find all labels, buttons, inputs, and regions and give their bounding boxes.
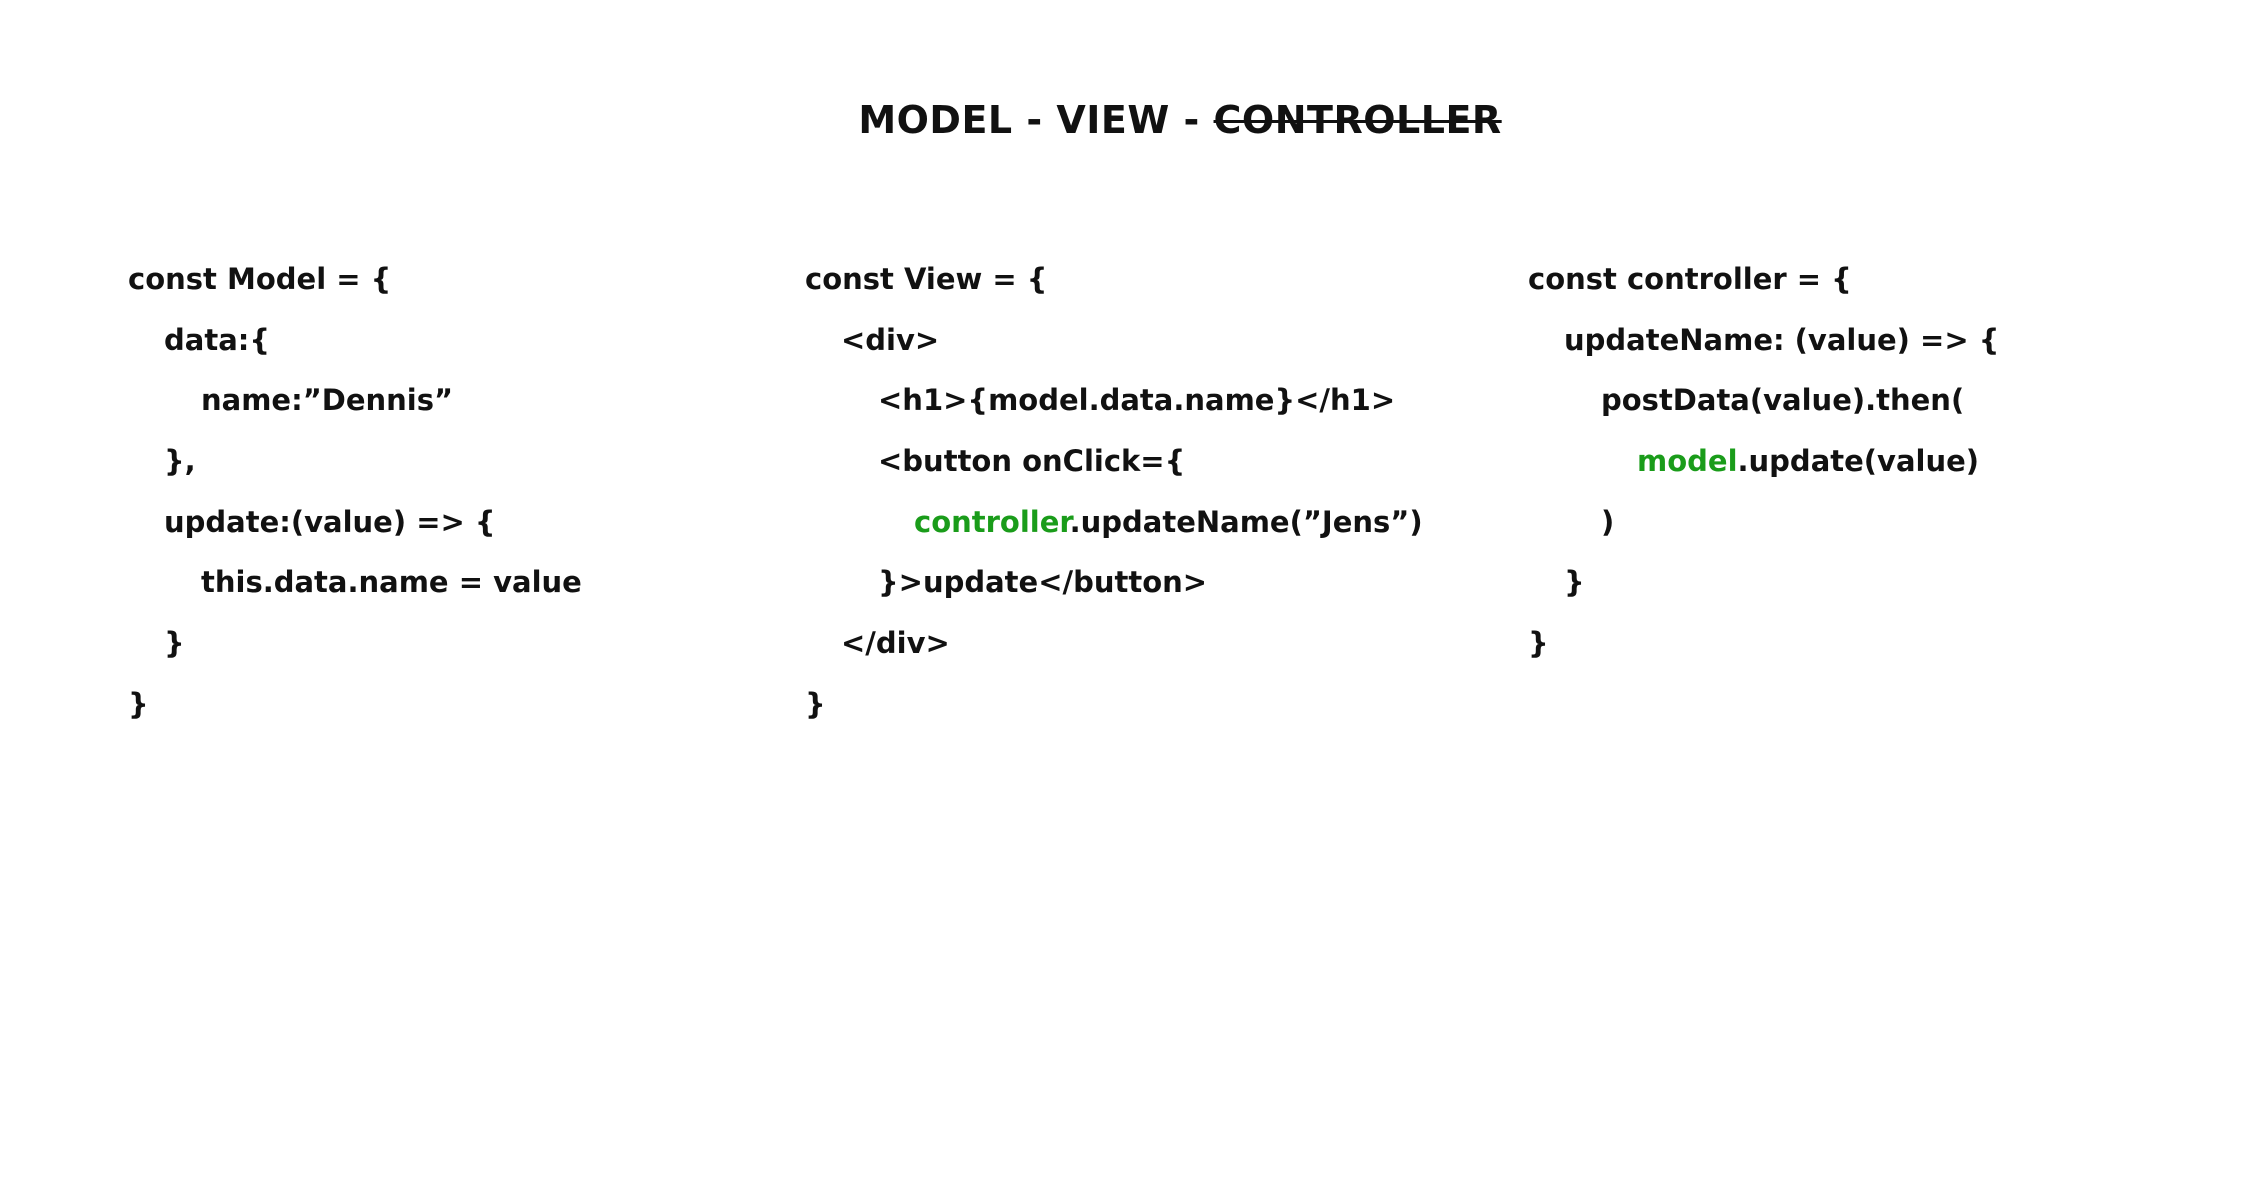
highlight-model: model (1637, 444, 1738, 479)
code-line: } (805, 686, 826, 721)
code-line: } (164, 626, 185, 661)
code-line: this.data.name = value (201, 565, 582, 600)
code-fragment: .updateName(”Jens”) (1069, 504, 1423, 539)
code-line: }, (164, 444, 196, 479)
code-line: <div> (841, 322, 940, 357)
view-code-block: const View = { <div> <h1>{model.data.nam… (805, 256, 1423, 742)
code-line: postData(value).then( (1601, 383, 1965, 418)
code-fragment: .update(value) (1737, 444, 1980, 479)
code-line: } (1564, 565, 1585, 600)
code-line: <h1>{model.data.name}</h1> (878, 383, 1396, 418)
controller-code-block: const controller = { updateName: (value)… (1528, 256, 1999, 681)
title-model-view: MODEL - VIEW - (858, 98, 1214, 142)
code-line: </div> (841, 626, 950, 661)
code-line: data:{ (164, 322, 271, 357)
code-line: const controller = { (1528, 262, 1852, 296)
code-line: const Model = { (128, 262, 392, 296)
title-controller-struck: CONTROLLER (1213, 98, 1502, 142)
highlight-controller: controller (914, 504, 1070, 539)
code-line: updateName: (value) => { (1564, 322, 2000, 357)
code-line: const View = { (805, 262, 1048, 296)
model-code-block: const Model = { data:{ name:”Dennis” }, … (128, 256, 582, 742)
code-line: ) (1601, 504, 1615, 539)
code-line: } (1528, 626, 1549, 661)
code-line: } (128, 686, 149, 721)
code-line: <button onClick={ (878, 444, 1186, 479)
code-line: update:(value) => { (164, 504, 496, 539)
code-line: model.update(value) (1528, 438, 1999, 499)
code-line: controller.updateName(”Jens”) (805, 499, 1423, 560)
code-line: name:”Dennis” (201, 383, 454, 418)
code-line: }>update</button> (878, 565, 1208, 600)
page-title: MODEL - VIEW - CONTROLLER (0, 98, 2254, 142)
